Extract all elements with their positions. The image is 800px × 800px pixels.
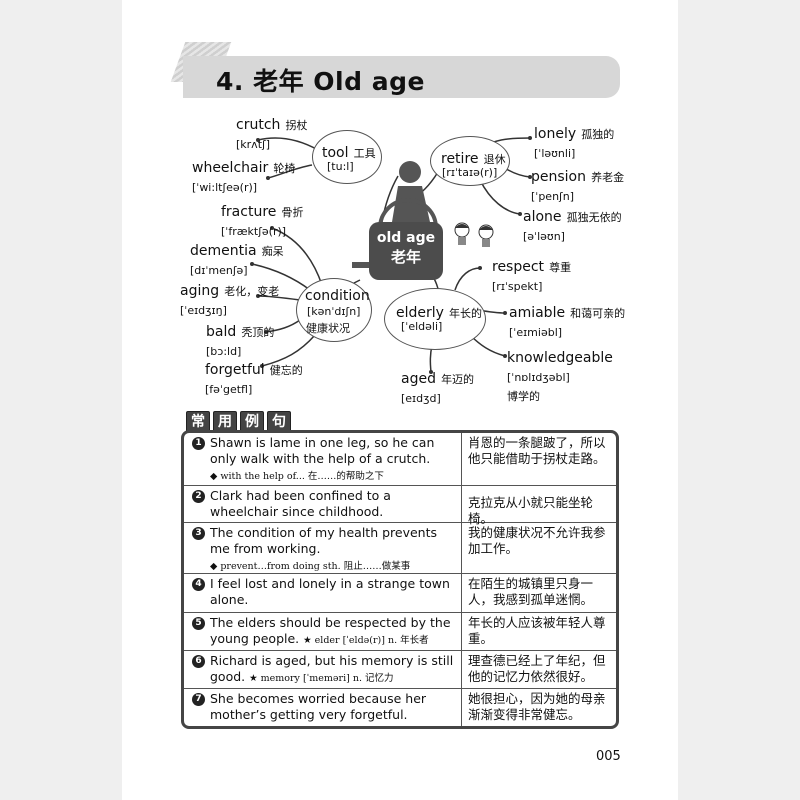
example-sentences-table: 1 Shawn is lame in one leg, so he can onl…: [181, 430, 619, 729]
vocab-fracture: fracture 骨折[ˈfræktʃə(r)]: [221, 201, 303, 239]
sentence-cn: 她很担心，因为她的母亲渐渐变得非常健忘。: [462, 689, 616, 726]
hub-elderly-label: elderly 年长的: [396, 302, 482, 321]
sentence-number: 2: [192, 490, 205, 503]
center-node: old age 老年: [369, 222, 443, 280]
sentence-cn: 克拉克从小就只能坐轮椅。: [462, 486, 616, 522]
hub-condition-word: condition: [305, 288, 370, 304]
sentence-note: ★ elder [ˈeldə(r)] n. 年长者: [303, 635, 428, 646]
hub-retire-label: retire 退休: [441, 148, 506, 167]
hub-condition-zh: 健康状况: [306, 320, 350, 336]
sentence-number: 3: [192, 527, 205, 540]
vocab-respect: respect 尊重[rɪˈspekt]: [492, 256, 571, 294]
vocab-lonely: lonely 孤独的[ˈləʊnli]: [534, 123, 614, 161]
hub-tool-label: tool 工具: [322, 142, 376, 161]
sentence-en: She becomes worried because her mother’s…: [210, 691, 457, 724]
sentence-note: ◆ prevent…from doing sth. 阻止……做某事: [210, 561, 410, 572]
vocab-aged: aged 年迈的[eɪdʒd]: [401, 368, 474, 406]
sentence-en: The condition of my health prevents me f…: [210, 525, 437, 556]
vocab-pension: pension 养老金[ˈpenʃn]: [531, 166, 624, 204]
sentence-en: Clark had been confined to a wheelchair …: [210, 488, 457, 520]
sentence-cn: 年长的人应该被年轻人尊重。: [462, 613, 616, 650]
hub-elderly-ipa: [ˈeldəli]: [401, 320, 442, 333]
hub-retire-ipa: [rɪˈtaɪə(r)]: [442, 166, 497, 179]
vocab-wheelchair: wheelchair 轮椅[ˈwi:ltʃeə(r)]: [192, 157, 295, 195]
table-row: 3 The condition of my health prevents me …: [184, 523, 616, 574]
sentence-note: ★ memory [ˈmeməri] n. 记忆力: [249, 673, 393, 684]
sentence-en: I feel lost and lonely in a strange town…: [210, 576, 457, 610]
sentence-number: 7: [192, 693, 205, 706]
sentence-cn: 肖恩的一条腿跛了，所以他只能借助于拐杖走路。: [462, 433, 616, 485]
sentence-note: ◆ with the help of... 在……的帮助之下: [210, 471, 384, 482]
vocab-crutch: crutch 拐杖[krʌtʃ]: [236, 114, 307, 152]
vocab-forgetful: forgetful 健忘的[fəˈgetfl]: [205, 359, 303, 397]
vocab-dementia: dementia 痴呆[dɪˈmenʃə]: [190, 240, 284, 278]
sentence-number: 1: [192, 437, 205, 450]
sentence-cn: 理查德已经上了年纪，但他的记忆力依然很好。: [462, 651, 616, 688]
vocab-bald: bald 秃顶的[bɔ:ld]: [206, 321, 274, 359]
hub-tool-ipa: [tu:l]: [327, 160, 354, 173]
table-row: 4 I feel lost and lonely in a strange tow…: [184, 574, 616, 613]
vocab-knowledgeable: knowledgeable[ˈnɒlɪdʒəbl]博学的: [507, 347, 613, 404]
table-row: 1 Shawn is lame in one leg, so he can onl…: [184, 433, 616, 486]
table-row: 7 She becomes worried because her mother’…: [184, 689, 616, 726]
table-row: 2 Clark had been confined to a wheelchair…: [184, 486, 616, 523]
sentence-number: 6: [192, 655, 205, 668]
page-number: 005: [596, 749, 621, 764]
hub-condition-ipa: [kənˈdɪʃn]: [307, 305, 360, 318]
sentence-number: 4: [192, 578, 205, 591]
vocab-aging: aging 老化，变老[ˈeɪdʒɪŋ]: [180, 280, 279, 318]
sentence-cn: 我的健康状况不允许我参加工作。: [462, 523, 616, 573]
vocab-amiable: amiable 和蔼可亲的[ˈeɪmiəbl]: [509, 302, 625, 340]
sentence-cn: 在陌生的城镇里只身一人，我感到孤单迷惘。: [462, 574, 616, 612]
vocab-alone: alone 孤独无依的[əˈləʊn]: [523, 206, 622, 244]
sentence-number: 5: [192, 617, 205, 630]
sentence-en: Shawn is lame in one leg, so he can only…: [210, 435, 434, 466]
center-zh: 老年: [369, 246, 443, 267]
center-en: old age: [369, 230, 443, 246]
